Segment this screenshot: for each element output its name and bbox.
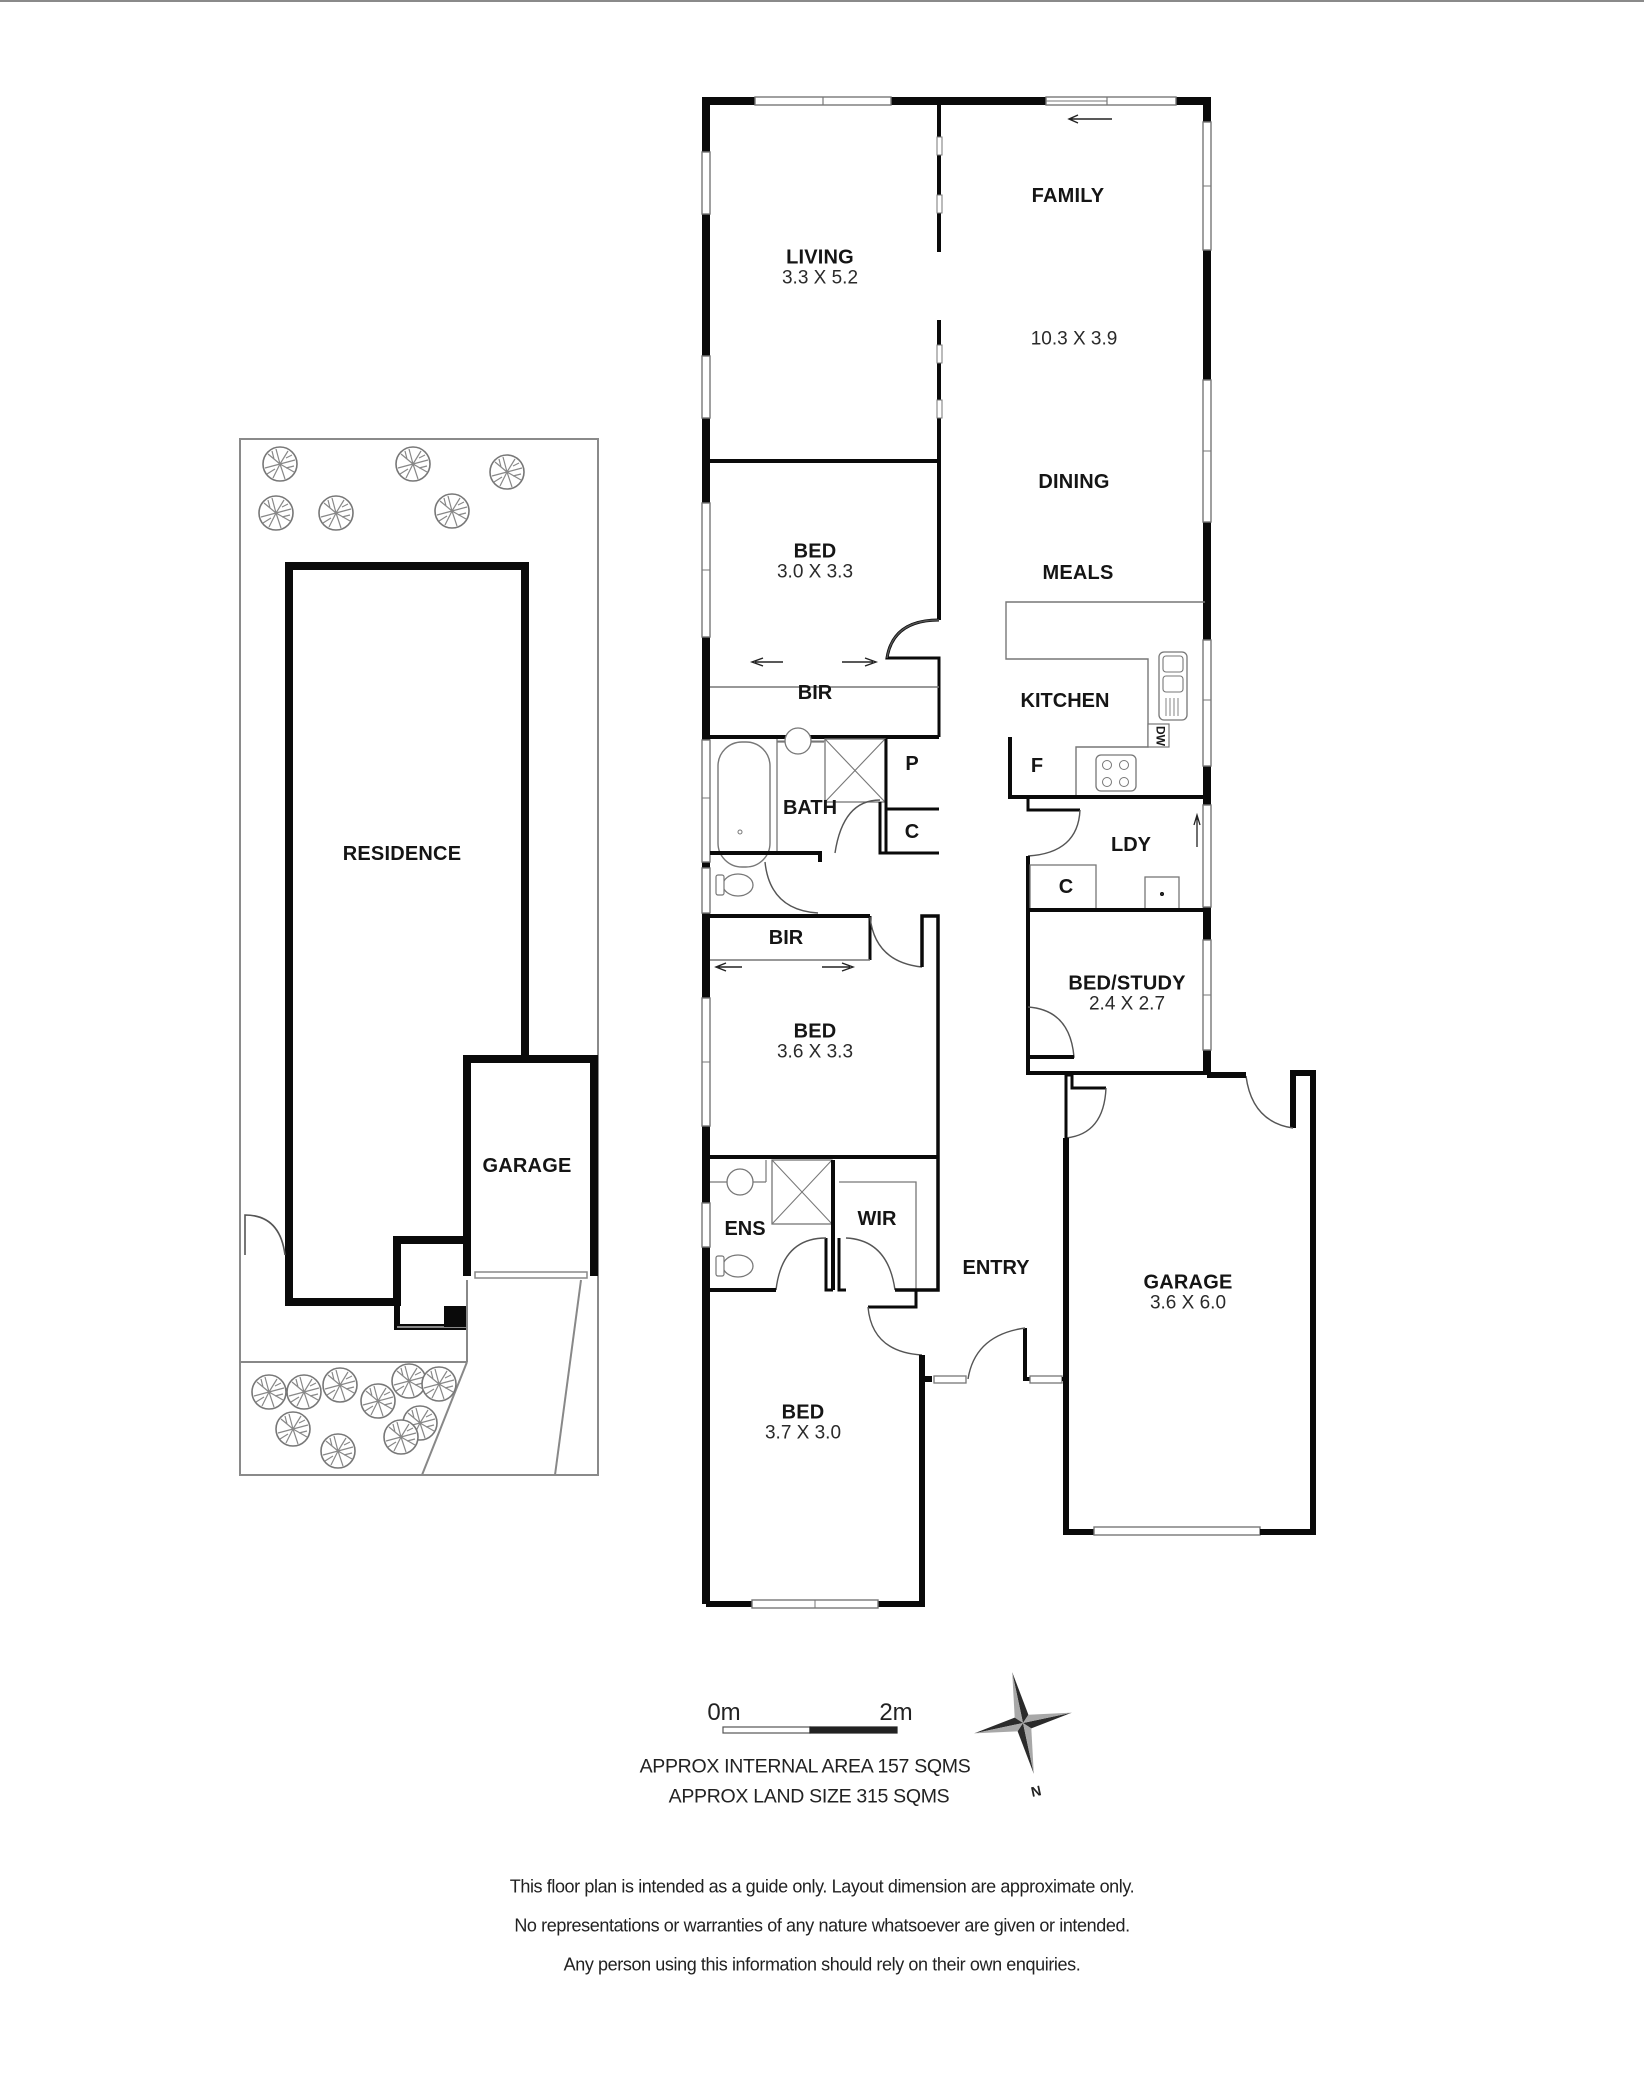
room-bed-study-dims: 2.4 X 2.7: [1088, 993, 1166, 1015]
site-plan: [239, 438, 599, 1476]
cupboard1-label: C: [904, 821, 920, 843]
porch-pillar: [444, 1306, 467, 1327]
compass-rose-icon: [974, 1672, 1072, 1774]
room-bed2-name: BED: [793, 1020, 837, 1043]
room-garage: GARAGE 3.6 X 6.0: [1144, 1272, 1233, 1315]
room-meals-name: MEALS: [1042, 562, 1114, 584]
room-bed2: BED 3.6 X 3.3: [777, 1021, 853, 1064]
room-wir-name: WIR: [857, 1208, 897, 1230]
scale-start-label: 0m: [707, 1699, 741, 1726]
bathtub: [717, 741, 771, 868]
site-garage-label: GARAGE: [482, 1155, 572, 1177]
disclaimer-line-1: This floor plan is intended as a guide o…: [509, 1876, 1135, 1897]
scale-bar: [722, 1726, 898, 1734]
room-bir2-name: BIR: [768, 927, 804, 949]
fridge-label: F: [1030, 755, 1044, 777]
room-family-name: FAMILY: [1031, 185, 1105, 207]
room-bed1-name: BED: [793, 540, 837, 563]
room-garage-name: GARAGE: [1143, 1271, 1233, 1294]
site-garage-outline: [463, 1055, 598, 1276]
room-living: LIVING 3.3 X 5.2: [782, 247, 858, 290]
pantry-label: P: [905, 753, 919, 775]
dishwasher-label: DW: [1153, 726, 1168, 746]
internal-area-text: APPROX INTERNAL AREA 157 SQMS: [639, 1755, 971, 1778]
room-bed3: BED 3.7 X 3.0: [765, 1402, 841, 1445]
top-rule: [0, 0, 1644, 2]
site-residence-label: RESIDENCE: [342, 843, 462, 865]
room-bed3-dims: 3.7 X 3.0: [764, 1422, 842, 1444]
site-boundary: [239, 438, 599, 1476]
room-bath-name: BATH: [782, 797, 838, 819]
land-size-text: APPROX LAND SIZE 315 SQMS: [668, 1785, 950, 1808]
room-bed3-name: BED: [781, 1401, 825, 1424]
room-entry-name: ENTRY: [962, 1257, 1030, 1279]
cupboard2-label: C: [1058, 876, 1074, 898]
room-bed-study: BED/STUDY 2.4 X 2.7: [1068, 973, 1185, 1016]
room-bir1-name: BIR: [797, 682, 833, 704]
room-living-name: LIVING: [786, 246, 854, 269]
room-garage-dims: 3.6 X 6.0: [1149, 1292, 1227, 1314]
scale-end-label: 2m: [879, 1699, 913, 1726]
room-bed2-dims: 3.6 X 3.3: [776, 1041, 854, 1063]
disclaimer-line-3: Any person using this information should…: [563, 1954, 1081, 1975]
room-dining-name: DINING: [1038, 471, 1110, 493]
room-ensuite-name: ENS: [724, 1218, 766, 1240]
room-laundry-name: LDY: [1111, 834, 1151, 856]
room-living-dims: 3.3 X 5.2: [781, 267, 859, 289]
room-kitchen-name: KITCHEN: [1020, 690, 1110, 712]
room-bed1-dims: 3.0 X 3.3: [776, 561, 854, 583]
side-gate: [244, 1214, 286, 1256]
room-bed-study-name: BED/STUDY: [1068, 972, 1186, 995]
room-family-dims: 10.3 X 3.9: [1030, 328, 1118, 350]
room-bed1: BED 3.0 X 3.3: [777, 541, 853, 584]
main-floor-plan: [701, 96, 1316, 1609]
disclaimer-line-2: No representations or warranties of any …: [514, 1915, 1130, 1936]
